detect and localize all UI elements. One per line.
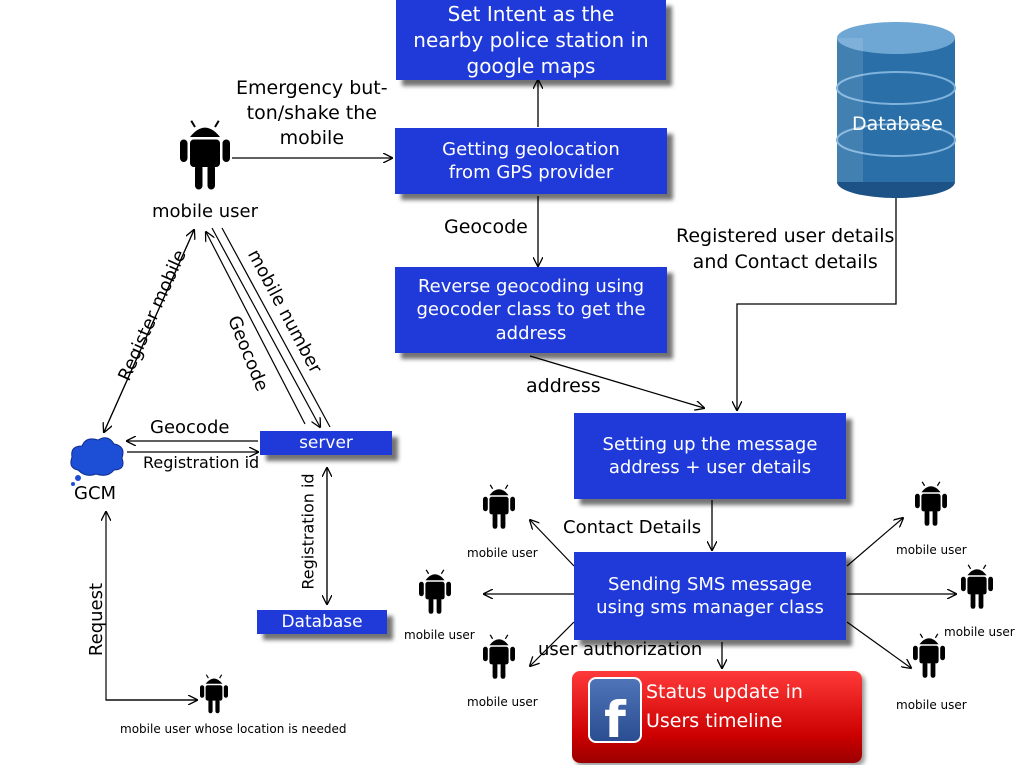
gcm-label: GCM (74, 483, 117, 504)
geocode-flow-label: Geocode (444, 216, 528, 238)
emergency-label: Emergency but- ton/shake the mobile (236, 76, 388, 151)
emergency-label-line2: ton/shake the (246, 102, 377, 125)
reverse-geocoding-box: Reverse geocoding using geocoder class t… (395, 267, 667, 353)
emergency-label-line3: mobile (279, 127, 345, 150)
registered-details-line1: Registered user details (676, 225, 895, 247)
address-arrow (529, 355, 704, 408)
mobile-number-arrow (211, 227, 331, 427)
server-box: server (260, 431, 392, 455)
database-small-text: Database (281, 611, 363, 632)
sms-fanout-arrows (484, 518, 956, 668)
registration-id-gcm-label: Registration id (143, 453, 260, 472)
server-text: server (299, 432, 353, 453)
mobile-user-top-left-label: mobile user (467, 546, 538, 560)
setting-message-line2: address + user details (608, 457, 812, 478)
setting-message-line1: Setting up the message (602, 433, 818, 455)
request-arrow (106, 512, 197, 700)
facebook-status-line1: Status update in (646, 681, 803, 703)
database-icon (836, 22, 956, 198)
facebook-status-line2: Users timeline (646, 710, 783, 732)
registered-details-line2: and Contact details (692, 250, 878, 273)
android-icon (915, 480, 947, 527)
android-icon (961, 563, 993, 610)
facebook-logo-letter: f (604, 691, 626, 743)
reverse-geocoding-text: Reverse geocoding using geocoder class t… (416, 275, 646, 344)
android-icon (483, 633, 515, 680)
android-icon (483, 483, 515, 530)
sending-sms-box: Sending SMS message using sms manager cl… (574, 552, 846, 640)
android-icon (180, 119, 230, 191)
set-intent-box: Set Intent as the nearby police station … (396, 0, 666, 80)
android-icon (200, 674, 228, 714)
geocode-return-arrow (206, 232, 306, 425)
database-small-box: Database (257, 610, 387, 634)
set-intent-text: Set Intent as the nearby police station … (413, 2, 649, 78)
registration-id-vertical-label: Registration id (298, 473, 318, 590)
android-icon (913, 632, 945, 679)
geocode-gcm-label: Geocode (150, 417, 230, 438)
getting-geolocation-box: Getting geolocation from GPS provider (395, 128, 667, 194)
android-icon (419, 568, 451, 615)
gcm-server-arrows (127, 441, 258, 452)
facebook-status-box: f Status update in Users timeline (572, 671, 862, 763)
user-authorization-label: user authorization (538, 639, 703, 660)
mobile-user-mid-right-label: mobile user (944, 625, 1015, 639)
mobile-user-top-right-label: mobile user (896, 543, 967, 557)
mobile-user-main-label: mobile user (152, 201, 259, 222)
registered-details-label: Registered user details and Contact deta… (676, 224, 894, 275)
emergency-label-line1: Emergency but- (236, 77, 388, 99)
register-mobile-arrow (104, 230, 194, 432)
mobile-user-location-label: mobile user whose location is needed (120, 722, 347, 736)
address-label: address (526, 375, 601, 397)
setting-message-box: Setting up the message address + user de… (574, 413, 846, 499)
contact-details-label: Contact Details (563, 517, 702, 538)
database-cylinder-label: Database (852, 113, 943, 135)
sending-sms-line1: Sending SMS message (608, 573, 812, 595)
cloud-icon (70, 437, 124, 486)
sending-sms-line2: using sms manager class (596, 597, 824, 618)
mobile-user-bot-right-label: mobile user (896, 698, 967, 712)
mobile-user-mid-left-label: mobile user (404, 628, 475, 642)
facebook-icon: f (588, 677, 642, 743)
request-label: Request (86, 582, 108, 657)
database-to-message-arrow (737, 190, 897, 410)
getting-geolocation-text: Getting geolocation from GPS provider (442, 138, 620, 183)
mobile-user-bot-left-label: mobile user (467, 695, 538, 709)
